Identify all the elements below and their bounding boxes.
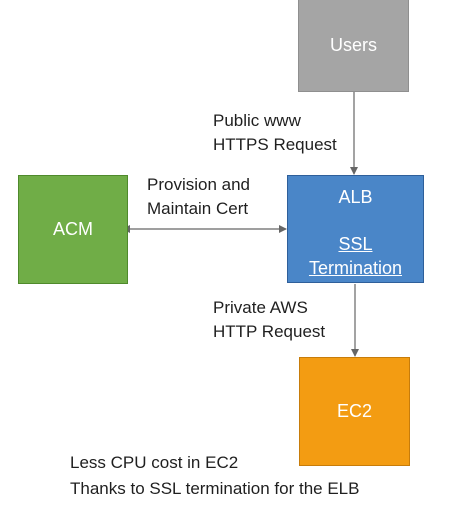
provision-cert-label: Provision and Maintain Cert (147, 173, 250, 221)
alb-node: ALB SSL Termination (287, 175, 424, 283)
users-node-label: Users (329, 35, 377, 55)
provision-label-line2: Maintain Cert (147, 199, 249, 218)
private-label-line1: Private AWS (213, 298, 308, 317)
note-line2: Thanks to SSL termination for the ELB (70, 479, 360, 498)
public-https-request-label: Public www HTTPS Request (213, 109, 337, 157)
alb-node-title: ALB (338, 187, 373, 207)
acm-node: ACM (18, 175, 128, 284)
acm-node-label: ACM (53, 219, 93, 239)
users-node: Users (298, 0, 409, 92)
alb-ssl-line2: Termination (308, 258, 403, 278)
private-http-request-label: Private AWS HTTP Request (213, 296, 325, 344)
provision-label-line1: Provision and (147, 175, 251, 194)
ec2-node-label: EC2 (336, 401, 372, 421)
note-line1: Less CPU cost in EC2 (70, 453, 239, 472)
public-label-line1: Public www (213, 111, 301, 130)
private-label-line2: HTTP Request (213, 322, 326, 341)
alb-ssl-line1: SSL (338, 234, 373, 254)
cpu-cost-note: Less CPU cost in EC2 Thanks to SSL termi… (70, 450, 359, 502)
alb-ssl-termination-label: SSL Termination (309, 232, 402, 280)
ec2-node: EC2 (299, 357, 410, 466)
public-label-line2: HTTPS Request (213, 135, 337, 154)
